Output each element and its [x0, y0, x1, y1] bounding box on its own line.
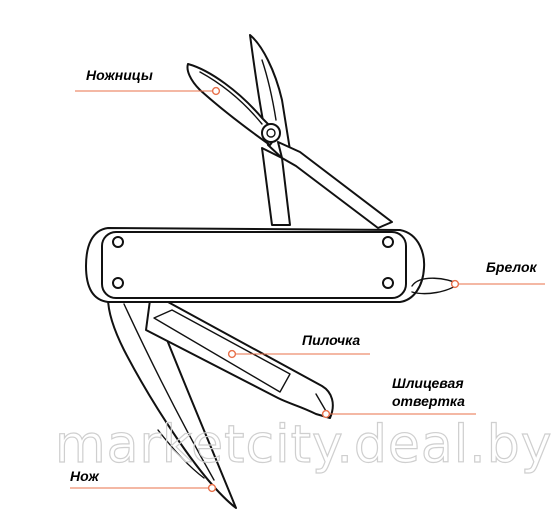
scissors-upper-blade: [249, 34, 291, 159]
watermark: marketcity.deal.by: [55, 415, 552, 475]
label-screwdriver-line1: Шлицевая: [392, 375, 464, 391]
scissors-spring-lever: [277, 141, 393, 229]
knife-body: [85, 227, 459, 303]
label-knife: Нож: [70, 468, 99, 484]
leader-dot-file: [227, 349, 237, 359]
file-tool-surface: [153, 309, 291, 393]
scissors-lower-blade-edge: [199, 71, 263, 125]
body-rivet-bottom-left: [112, 277, 124, 289]
callout-scissors: Ножницы: [75, 67, 221, 96]
leader-dot-keyring: [450, 279, 460, 289]
leader-dot-scissors: [211, 86, 221, 96]
body-scale: [101, 231, 407, 299]
body-rivet-bottom-right: [382, 277, 394, 289]
label-scissors: Ножницы: [86, 67, 153, 83]
label-keyring: Брелок: [486, 259, 537, 275]
callout-keyring: Брелок: [450, 259, 545, 289]
callout-screwdriver: Шлицевая отвертка: [321, 375, 476, 419]
scissors-illustration: [186, 34, 393, 229]
scissors-pivot: [261, 123, 281, 143]
scissors-pivot-inner: [266, 128, 276, 138]
knife-blade-grind: [157, 429, 205, 479]
body-rivet-top-right: [382, 236, 394, 248]
body-rivet-top-left: [112, 236, 124, 248]
callout-knife: Нож: [70, 468, 217, 493]
lower-tools-illustration: [107, 295, 334, 509]
label-file: Пилочка: [302, 332, 360, 348]
leader-dot-knife: [207, 483, 217, 493]
label-screwdriver-line2: отвертка: [392, 393, 465, 409]
knife-blade-spine: [123, 303, 215, 481]
callout-file: Пилочка: [227, 332, 370, 359]
scissors-upper-blade-edge: [261, 59, 277, 121]
scissors-shank: [261, 147, 291, 226]
scissors-lower-blade: [186, 63, 279, 146]
leader-dot-screwdriver: [321, 409, 331, 419]
